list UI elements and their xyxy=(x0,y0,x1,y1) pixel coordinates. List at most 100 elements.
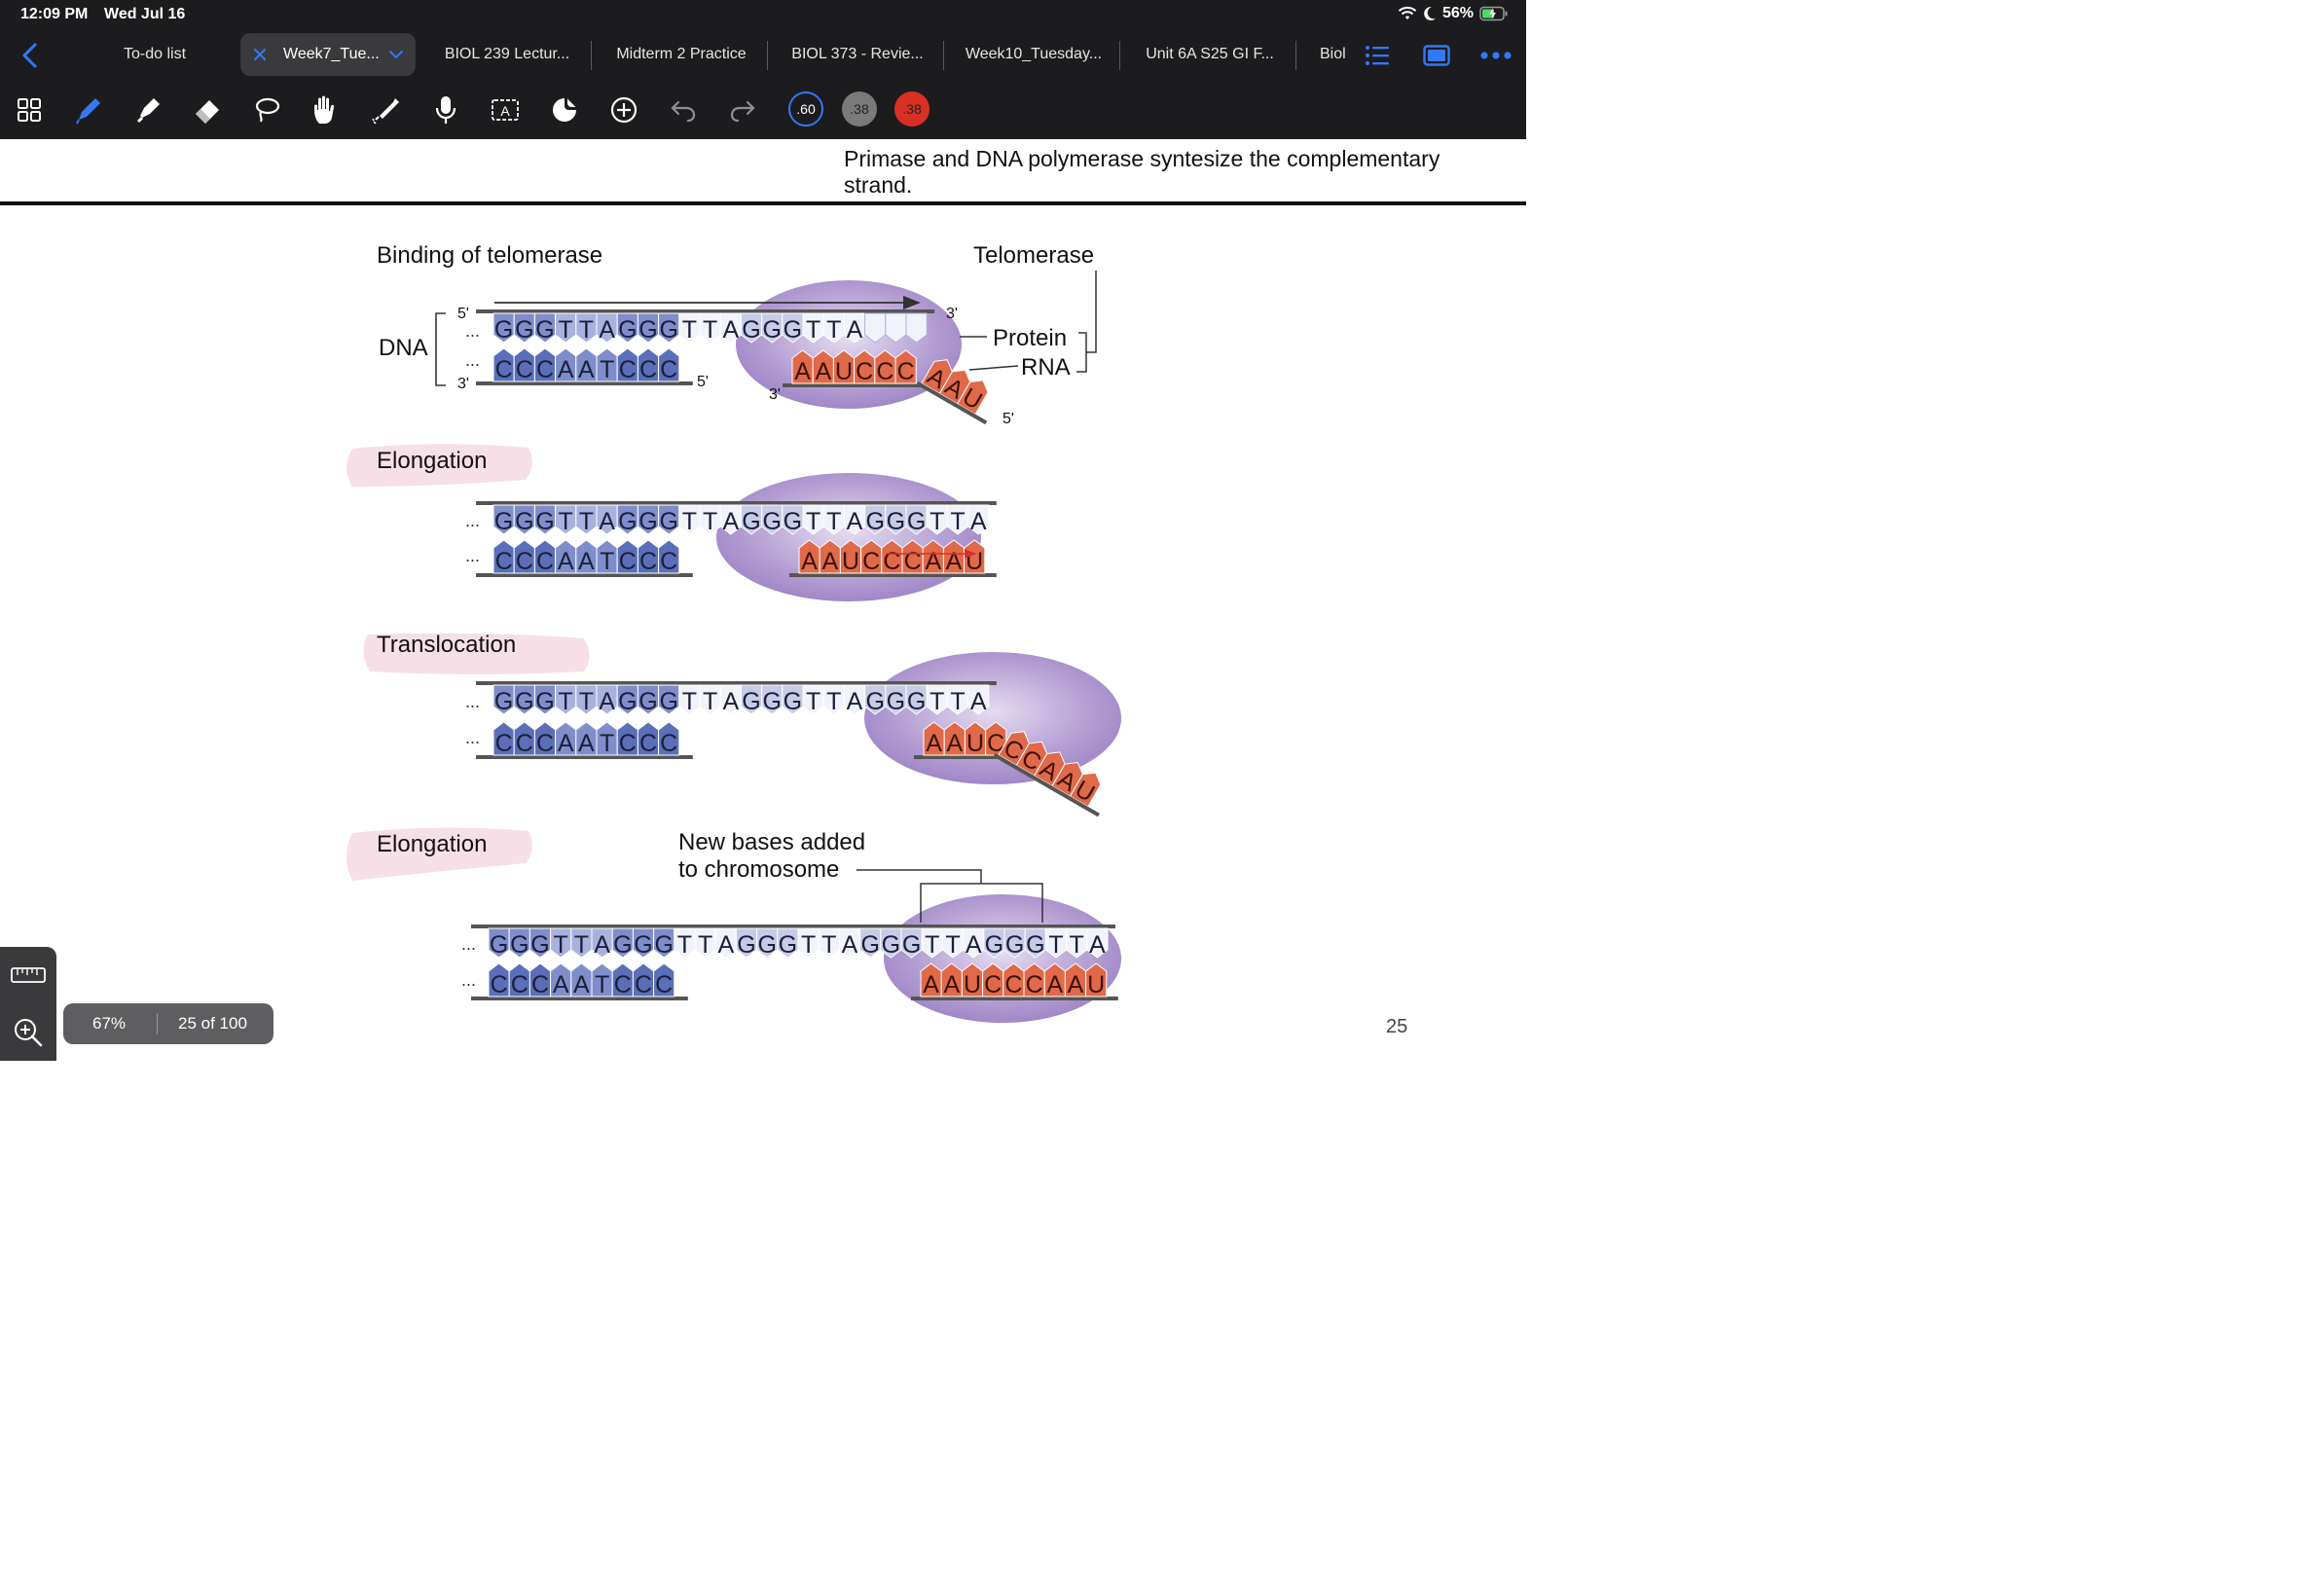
base-letter: G xyxy=(494,316,513,344)
base-letter: C xyxy=(619,548,637,575)
base-tile xyxy=(967,684,990,715)
rna-base xyxy=(894,349,917,384)
sticker-icon xyxy=(553,98,576,122)
undo-button[interactable] xyxy=(662,86,705,134)
base-tile xyxy=(699,312,721,344)
base-letter: T xyxy=(559,688,573,715)
battery-charging-icon xyxy=(1479,6,1508,21)
hand-tool[interactable] xyxy=(305,86,347,134)
base-tile xyxy=(864,504,887,535)
pen-color-red[interactable]: .38 xyxy=(894,91,930,127)
base-letter: G xyxy=(865,688,884,715)
base-letter: G xyxy=(887,508,905,535)
add-element-button[interactable] xyxy=(602,86,645,134)
base-tile xyxy=(719,312,742,344)
shapes-sticker-tool[interactable] xyxy=(543,86,586,134)
base-letter: G xyxy=(494,508,513,535)
thumbnails-button[interactable] xyxy=(8,86,51,134)
base-tile xyxy=(653,962,675,998)
zoom-page-indicator[interactable]: 67% 25 of 100 xyxy=(63,1003,273,1044)
page-divider xyxy=(0,201,1526,205)
tab-week10[interactable]: Week10_Tuesday... xyxy=(951,33,1116,76)
base-letter: G xyxy=(742,508,760,535)
base-letter: T xyxy=(579,688,594,715)
tab-label: Midterm 2 Practice xyxy=(616,46,747,62)
base-letter: T xyxy=(682,316,697,344)
close-tab-icon[interactable] xyxy=(252,47,268,62)
tab-midterm2[interactable]: Midterm 2 Practice xyxy=(598,33,765,76)
base-letter: C xyxy=(491,971,508,998)
base-tile xyxy=(596,504,618,535)
ruler-icon[interactable] xyxy=(11,966,46,984)
rna-tail: AAU xyxy=(916,359,989,425)
base-letter: G xyxy=(638,688,657,715)
base-tile xyxy=(591,927,613,959)
base-letter: T xyxy=(945,931,960,959)
base-tile xyxy=(678,312,701,344)
tab-divider xyxy=(1295,41,1296,70)
base-letter: T xyxy=(703,508,717,535)
pen-size-label: .38 xyxy=(902,101,922,117)
base-letter: G xyxy=(779,931,797,959)
base-letter: T xyxy=(703,316,717,344)
base-letter: A xyxy=(847,316,863,344)
base-letter: T xyxy=(801,931,816,959)
tab-label: Week10_Tuesday... xyxy=(965,46,1103,62)
base-tile xyxy=(575,504,598,535)
eraser-tool[interactable] xyxy=(186,86,229,134)
chevron-down-icon[interactable] xyxy=(388,49,404,60)
new-bases-label-line1: New bases added xyxy=(678,829,865,855)
rna-letter: C xyxy=(987,730,1004,757)
pen-size-selected[interactable]: .60 xyxy=(788,91,823,127)
three-prime-label: 3' xyxy=(946,306,958,322)
rna-letter: A xyxy=(925,548,941,575)
voice-record-button[interactable] xyxy=(424,86,467,134)
zoom-in-icon[interactable] xyxy=(13,1017,44,1048)
tab-biol239[interactable]: BIOL 239 Lectur... xyxy=(428,33,586,76)
base-tile xyxy=(658,504,680,535)
base-letter: T xyxy=(579,508,594,535)
undo-icon xyxy=(671,100,696,123)
single-page-view-icon[interactable] xyxy=(1423,45,1450,66)
pen-color-gray[interactable]: .38 xyxy=(842,91,877,127)
base-tile xyxy=(596,684,618,715)
rna-letter: A xyxy=(1068,971,1084,998)
tab-unit6a[interactable]: Unit 6A S25 GI F... xyxy=(1127,33,1293,76)
pen-tool[interactable] xyxy=(67,86,110,134)
redo-button[interactable] xyxy=(721,86,764,134)
base-letter: G xyxy=(985,931,1003,959)
lasso-tool[interactable] xyxy=(245,86,288,134)
telomerase-enzyme xyxy=(884,894,1121,1023)
base-tile xyxy=(761,684,784,715)
base-letter: G xyxy=(1026,931,1044,959)
base-letter: A xyxy=(599,508,615,535)
base-letter: C xyxy=(536,356,554,383)
rna-letter: C xyxy=(883,548,900,575)
tab-todo-list[interactable]: To-do list xyxy=(91,33,218,76)
more-options-icon[interactable] xyxy=(1479,51,1513,60)
tab-week7-active[interactable]: Week7_Tue... xyxy=(240,33,416,76)
base-tile xyxy=(513,312,535,344)
base-letter: C xyxy=(495,730,513,757)
highlighter-tool[interactable] xyxy=(127,86,169,134)
back-button[interactable] xyxy=(18,41,45,70)
base-tile xyxy=(555,312,577,344)
base-tile xyxy=(637,312,660,344)
tab-list-icon[interactable] xyxy=(1365,44,1390,67)
text-box-tool[interactable]: A xyxy=(484,86,527,134)
base-tile xyxy=(555,504,577,535)
base-letter: A xyxy=(599,316,615,344)
base-tile xyxy=(653,927,675,959)
base-tile xyxy=(905,312,928,344)
base-letter: T xyxy=(559,508,573,535)
base-tile xyxy=(658,347,680,382)
base-letter: T xyxy=(554,931,568,959)
base-letter: A xyxy=(578,548,595,575)
tab-biol[interactable]: Biol xyxy=(1304,33,1359,76)
laser-pointer-tool[interactable] xyxy=(364,86,407,134)
tab-biol373[interactable]: BIOL 373 - Revie... xyxy=(775,33,940,76)
base-letter: T xyxy=(703,688,717,715)
base-letter: G xyxy=(659,688,677,715)
base-tile xyxy=(926,504,948,535)
five-prime-label: 5' xyxy=(1003,411,1014,427)
